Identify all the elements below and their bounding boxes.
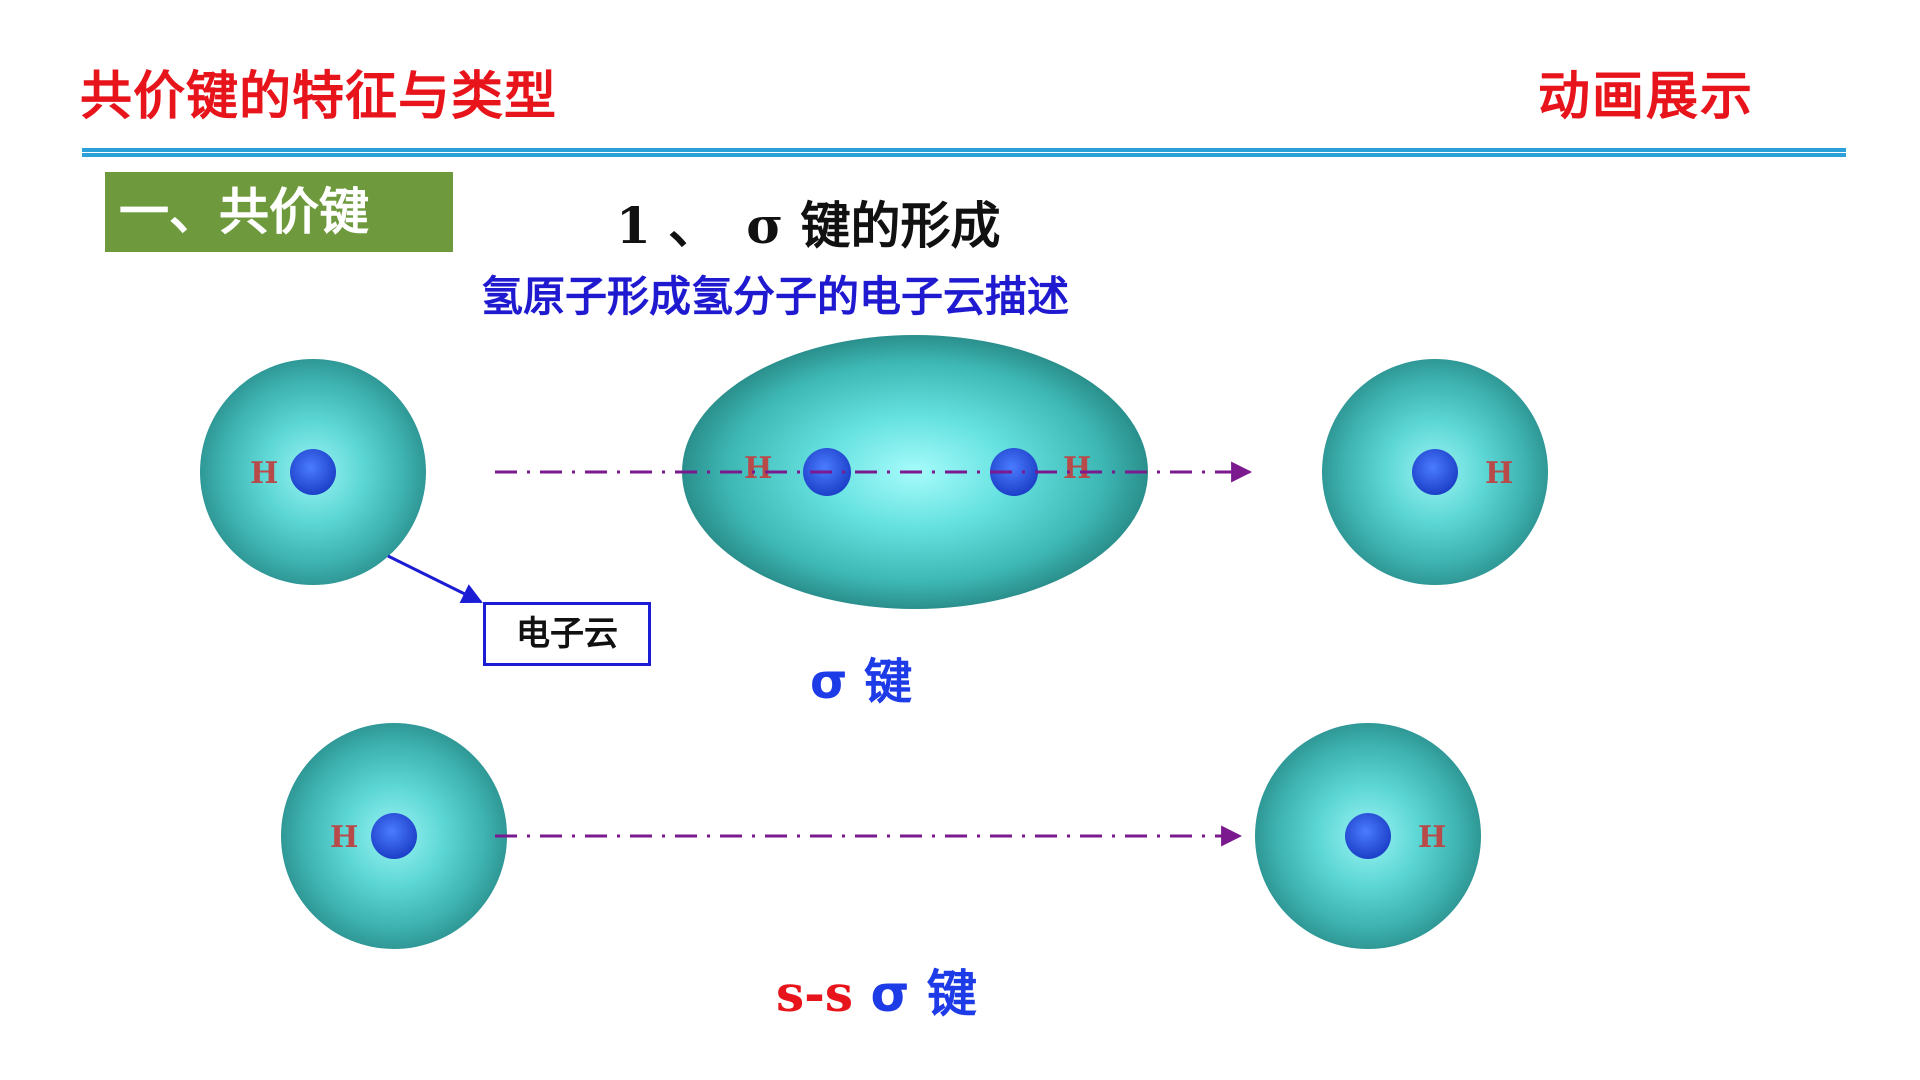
animation-demo-label[interactable]: 动画展示 <box>1538 67 1755 127</box>
sigma-bond-suffix: σ 键 <box>870 965 977 1023</box>
sigma-bond-label: σ 键 <box>810 654 913 710</box>
ss-sigma-bond-label: s-s σ 键 <box>776 954 977 1026</box>
header-divider <box>82 148 1846 157</box>
nucleus <box>371 813 417 859</box>
atom-label: H <box>330 820 358 855</box>
callout-pointer <box>387 554 483 604</box>
nucleus-right <box>990 448 1038 496</box>
subtitle: 氢原子形成氢分子的电子云描述 <box>481 272 1070 321</box>
nucleus <box>1412 449 1458 495</box>
atom-label: H <box>250 456 278 491</box>
electron-cloud-callout: 电子云 <box>483 602 651 666</box>
section-label: 一、共价键 <box>105 172 453 252</box>
slide-title: 共价键的特征与类型 <box>80 67 558 127</box>
heading-text: σ 键的形成 <box>746 196 1001 255</box>
hydrogen-atom-left: H <box>200 359 426 585</box>
nucleus <box>290 449 336 495</box>
heading-number: 1 、 <box>616 196 719 255</box>
hydrogen-atom-left-row2: H <box>281 723 507 949</box>
atom-label-right: H <box>1063 451 1091 486</box>
hydrogen-atom-right: H <box>1322 359 1548 585</box>
atom-label: H <box>1485 456 1513 491</box>
hydrogen-atom-right-row2: H <box>1255 723 1481 949</box>
ss-prefix: s-s <box>776 964 854 1023</box>
nucleus <box>1345 813 1391 859</box>
section-heading: 1 、 σ 键的形成 <box>616 186 1000 258</box>
atom-label-left: H <box>744 451 772 486</box>
atom-label: H <box>1418 820 1446 855</box>
